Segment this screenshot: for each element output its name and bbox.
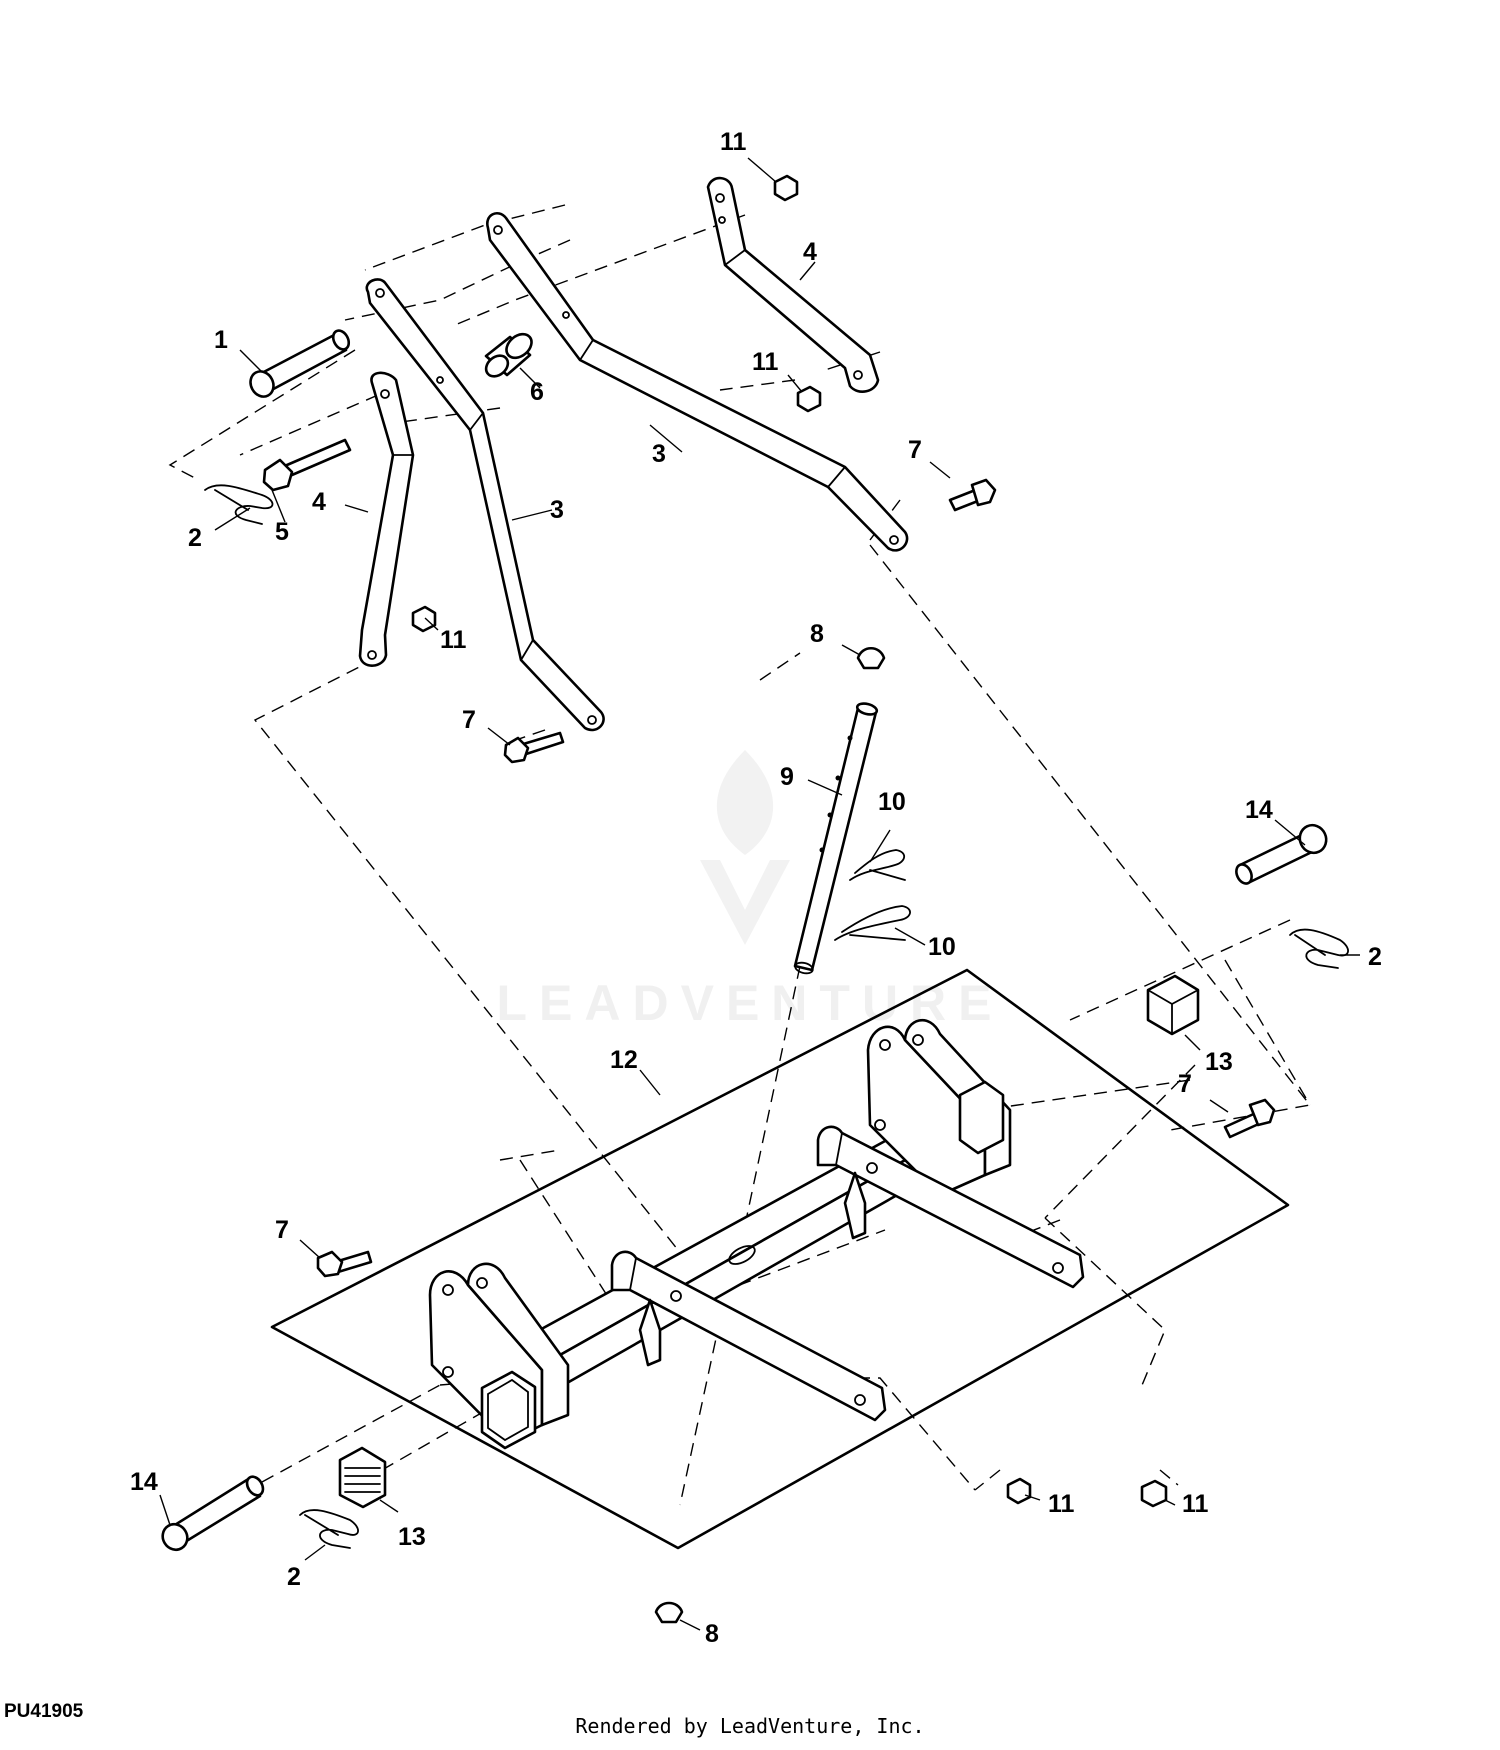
callout-2: 2 xyxy=(287,1563,301,1591)
callout-8: 8 xyxy=(705,1620,719,1648)
part-8-caps xyxy=(654,646,886,1624)
part-3-right-bar xyxy=(486,212,909,552)
callout-3: 3 xyxy=(652,440,666,468)
callout-2: 2 xyxy=(1368,943,1382,971)
callout-14: 14 xyxy=(1245,796,1273,824)
part-4-left-link xyxy=(358,371,415,667)
part-3-left-bar xyxy=(365,278,605,732)
callout-14: 14 xyxy=(130,1468,158,1496)
callout-7: 7 xyxy=(275,1216,289,1244)
part-9-rod xyxy=(793,702,879,975)
part-12-frame xyxy=(428,1018,1085,1450)
assembly-guides xyxy=(168,204,1312,1506)
callout-2: 2 xyxy=(188,524,202,552)
callout-4: 4 xyxy=(312,488,326,516)
watermark: LEADVENTURE xyxy=(496,750,1003,1031)
part-7-bolt-lower xyxy=(316,1250,373,1278)
callout-labels: 11 4 1 6 11 7 3 3 4 2 5 11 7 8 9 10 10 1… xyxy=(130,128,1382,1648)
callout-11: 11 xyxy=(720,128,747,156)
part-10-clips xyxy=(834,849,911,941)
part-14-pin-left xyxy=(161,1475,265,1552)
part-7-bolt-upper xyxy=(948,478,997,512)
part-4-right-link xyxy=(706,176,880,393)
callout-13: 13 xyxy=(1205,1048,1233,1076)
part-2-hair-pins xyxy=(204,484,1349,1549)
callout-1: 1 xyxy=(214,326,228,354)
part-14-pin-right xyxy=(1235,823,1328,885)
part-11-nuts xyxy=(411,174,1168,1508)
callout-11: 11 xyxy=(440,626,467,654)
callout-13: 13 xyxy=(398,1523,426,1551)
callout-6: 6 xyxy=(530,378,544,406)
callout-3: 3 xyxy=(550,496,564,524)
callout-11: 11 xyxy=(752,348,779,376)
callout-5: 5 xyxy=(275,518,289,546)
part-5-bolt xyxy=(262,438,352,492)
callout-8: 8 xyxy=(810,620,824,648)
callout-4: 4 xyxy=(803,238,817,266)
watermark-v-icon xyxy=(700,860,790,945)
part-7-bolt-mid-right xyxy=(1223,1098,1276,1139)
diagram-id: PU41905 xyxy=(4,1701,84,1722)
callout-10: 10 xyxy=(928,933,956,961)
callout-7: 7 xyxy=(462,706,476,734)
leader-lines xyxy=(159,157,1360,1631)
callout-7: 7 xyxy=(908,436,922,464)
part-13-plugs xyxy=(338,974,1200,1509)
part-7-bolt-lower-left xyxy=(503,731,565,764)
callout-10: 10 xyxy=(878,788,906,816)
callout-11: 11 xyxy=(1182,1490,1209,1518)
callout-12: 12 xyxy=(610,1046,638,1074)
callout-11: 11 xyxy=(1048,1490,1075,1518)
part-1-pin xyxy=(249,329,351,398)
render-credit: Rendered by LeadVenture, Inc. xyxy=(575,1714,925,1738)
callout-7: 7 xyxy=(1178,1070,1192,1098)
watermark-flame-icon xyxy=(716,750,774,855)
watermark-text: LEADVENTURE xyxy=(496,975,1003,1031)
callout-9: 9 xyxy=(780,763,794,791)
part-6-spacer xyxy=(484,332,533,378)
part-12-plate xyxy=(270,968,1290,1550)
